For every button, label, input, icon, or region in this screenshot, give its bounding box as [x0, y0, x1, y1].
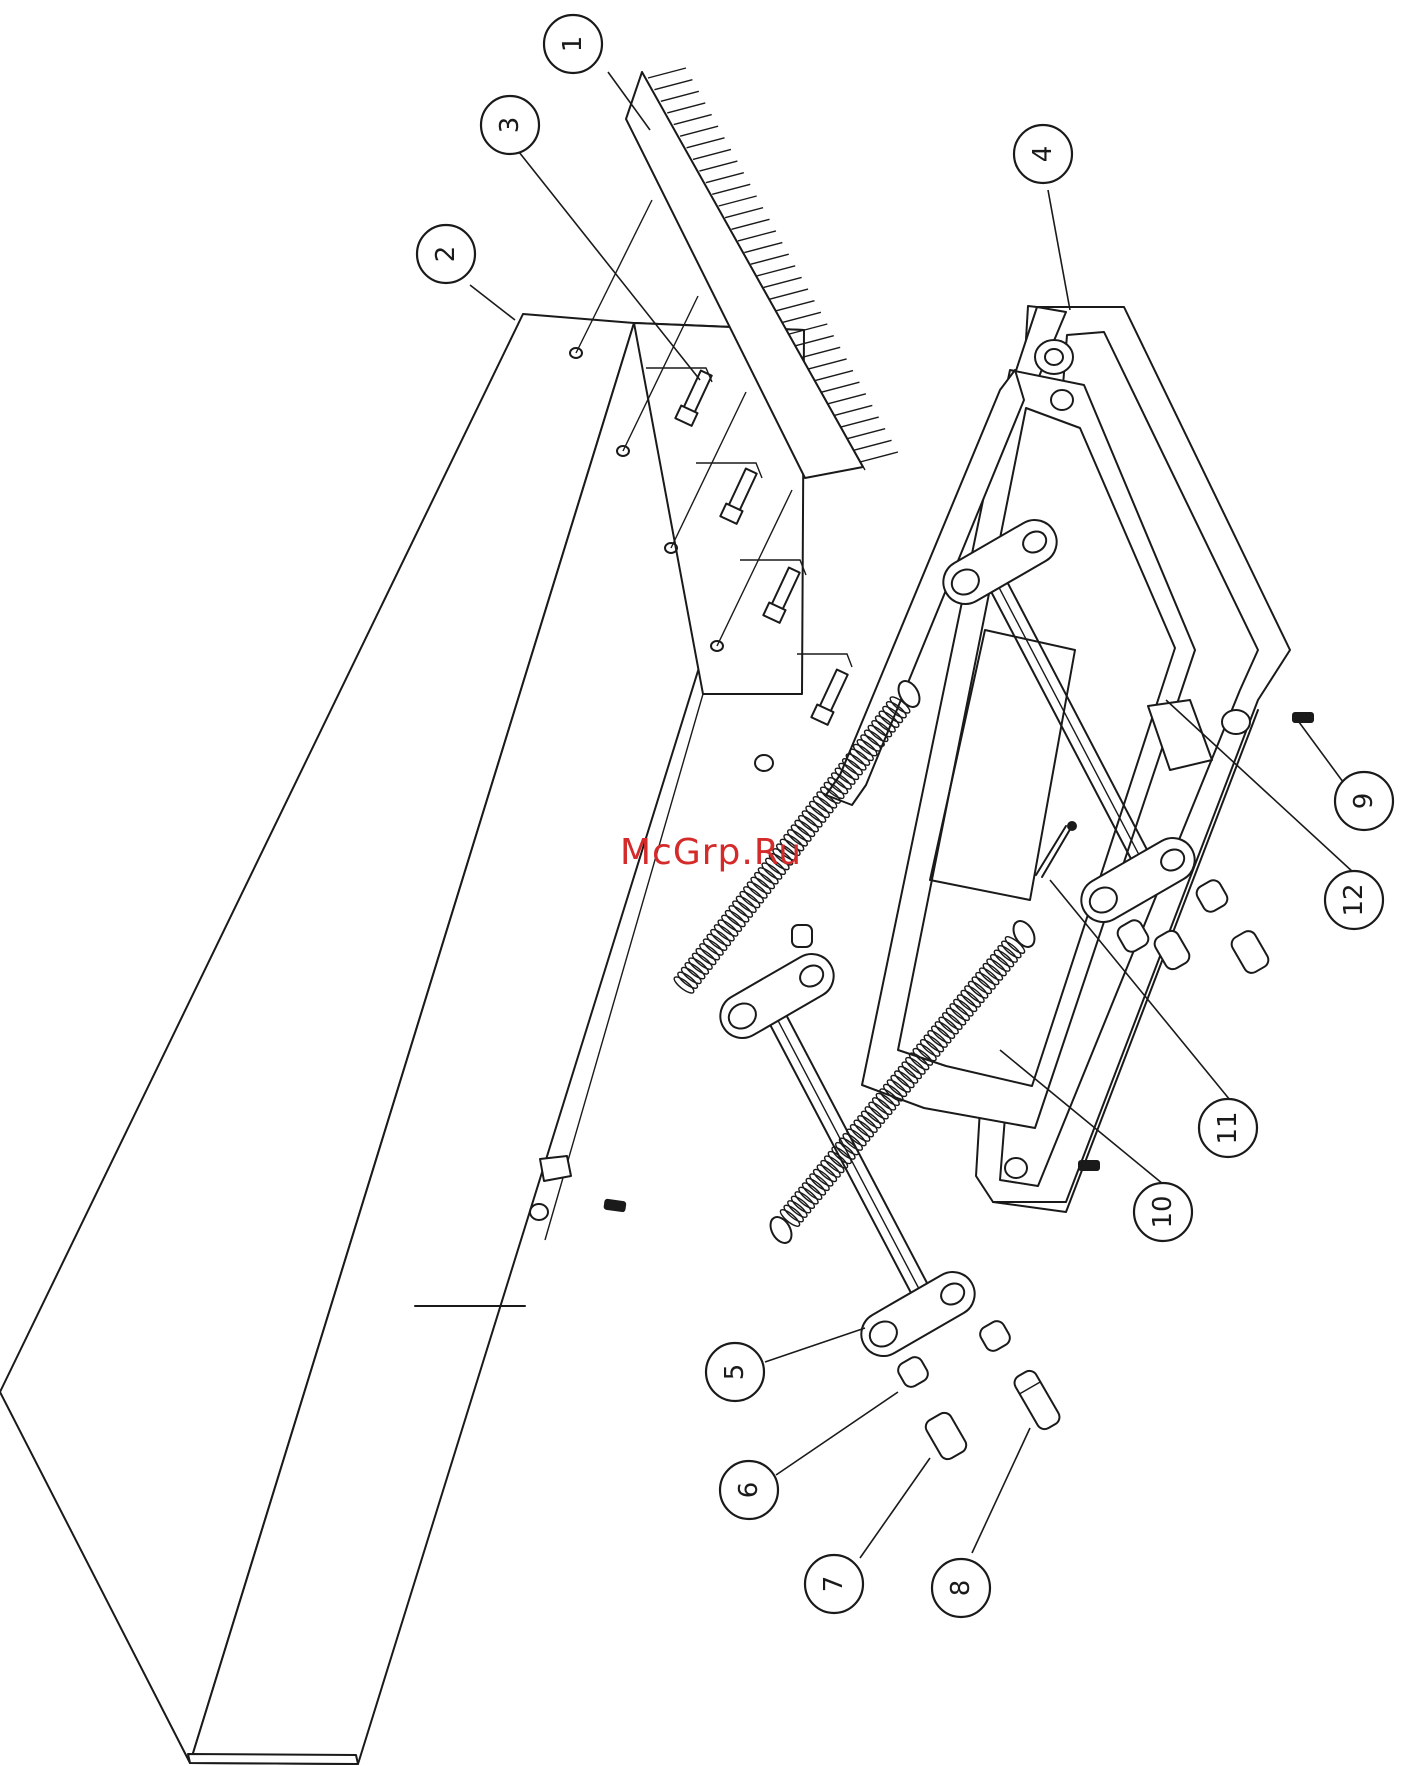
- callout-label: 12: [1339, 883, 1369, 916]
- callout-5: 5: [706, 1343, 764, 1401]
- callout-label: 4: [1028, 146, 1058, 163]
- callout-9: 9: [1335, 772, 1393, 830]
- callout-6: 6: [720, 1461, 778, 1519]
- callout-label: 6: [734, 1482, 764, 1499]
- callout-label: 8: [946, 1580, 976, 1597]
- callout-label: 1: [558, 36, 588, 53]
- callout-label: 3: [495, 117, 525, 134]
- callout-label: 11: [1213, 1111, 1243, 1144]
- part-2-housing: [0, 314, 804, 1764]
- callout-3: 3: [481, 96, 539, 154]
- watermark-text: McGrp.Ru: [620, 832, 802, 873]
- callout-label: 2: [431, 246, 461, 263]
- callout-4: 4: [1014, 125, 1072, 183]
- callout-11: 11: [1199, 1099, 1257, 1157]
- callout-2: 2: [417, 225, 475, 283]
- callout-label: 9: [1349, 793, 1379, 810]
- part-4-frame: [826, 306, 1314, 1212]
- callout-10: 10: [1134, 1183, 1192, 1241]
- callout-1: 1: [544, 15, 602, 73]
- callout-label: 5: [720, 1364, 750, 1381]
- callout-7: 7: [805, 1555, 863, 1613]
- callout-8: 8: [932, 1559, 990, 1617]
- callout-label: 10: [1148, 1195, 1178, 1228]
- callout-12: 12: [1325, 871, 1383, 929]
- callout-label: 7: [819, 1576, 849, 1593]
